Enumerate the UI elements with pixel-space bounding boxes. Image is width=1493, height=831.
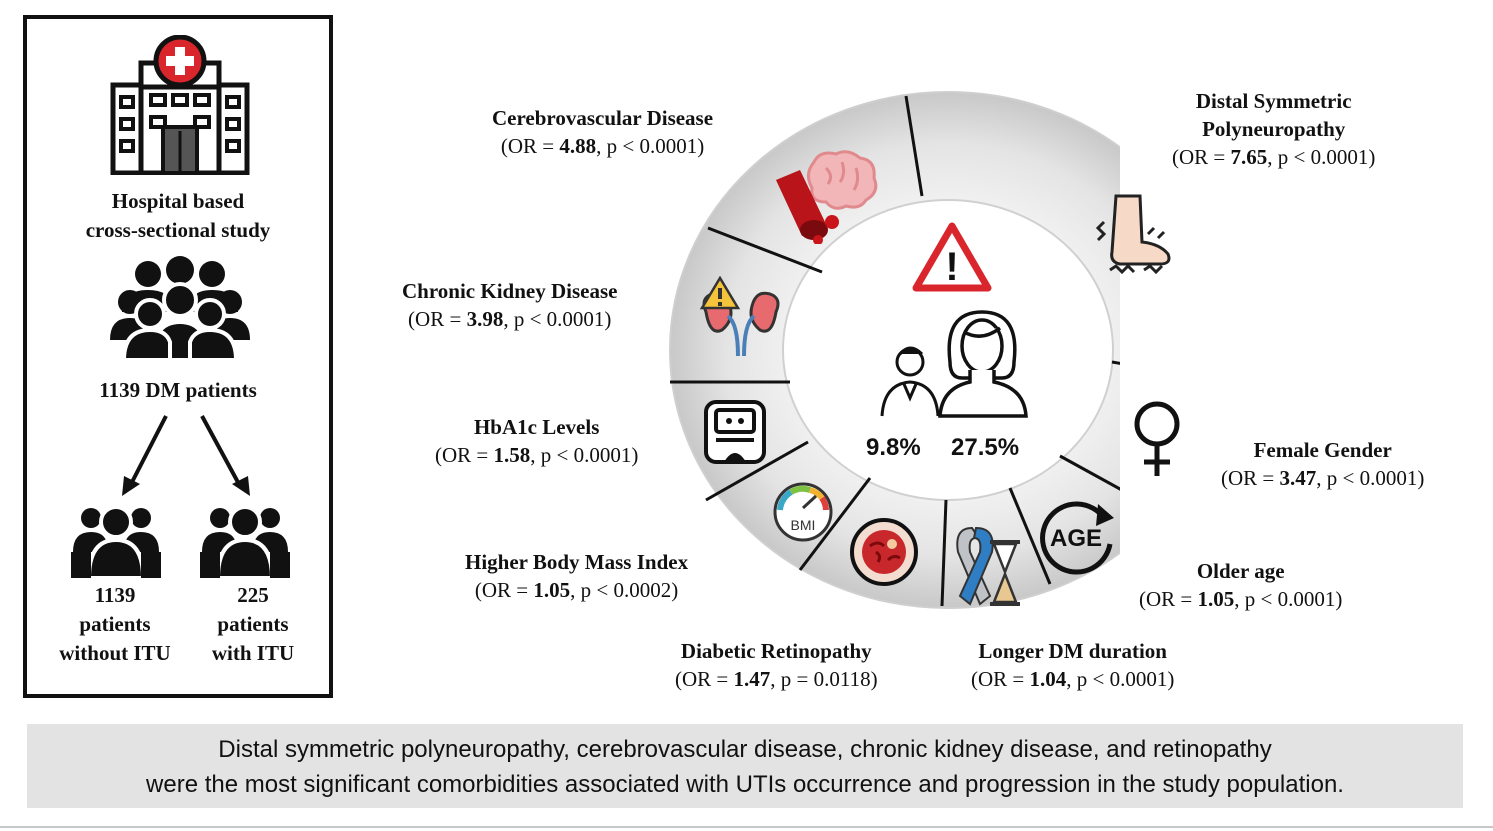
ring-divider bbox=[940, 499, 948, 607]
patients-without-itu-icon bbox=[71, 505, 161, 578]
conclusion-line-2: were the most significant comorbidities … bbox=[146, 771, 1344, 798]
ring-divider bbox=[705, 440, 809, 502]
retina-icon bbox=[850, 518, 918, 586]
warning-icon: ! bbox=[912, 222, 992, 292]
patient-crowd-icon bbox=[110, 256, 250, 362]
total-patients-label: 1139 DM patients bbox=[99, 378, 257, 402]
foot-icon bbox=[1096, 194, 1171, 275]
patients-with-itu-icon bbox=[200, 505, 290, 578]
factor-cerebrovascular-disease: Cerebrovascular Disease (OR = 4.88, p < … bbox=[492, 106, 714, 158]
conclusion-line-1: Distal symmetric polyneuropathy, cerebro… bbox=[218, 736, 1272, 763]
brain-icon bbox=[776, 150, 878, 244]
male-female-patients-icon bbox=[880, 310, 1028, 418]
ring-divider bbox=[798, 477, 872, 571]
bmi-gauge-icon: BMI bbox=[773, 482, 833, 542]
female-percentage: 27.5% bbox=[951, 434, 1020, 461]
ring-divider bbox=[1059, 454, 1120, 491]
female-symbol-icon bbox=[1134, 401, 1180, 476]
factor-distal-symmetric-polyneuropathy: Distal Symmetric Polyneuropathy (OR = 7.… bbox=[1172, 89, 1376, 169]
kidney-icon bbox=[699, 276, 780, 357]
ring-divider bbox=[904, 95, 924, 197]
factor-diabetic-retinopathy: Diabetic Retinopathy (OR = 1.47, p = 0.0… bbox=[675, 639, 878, 691]
svg-text:AGE: AGE bbox=[1050, 525, 1102, 552]
factor-hba1c-levels: HbA1c Levels (OR = 1.58, p < 0.0001) bbox=[435, 415, 639, 467]
ring-divider bbox=[1008, 487, 1052, 585]
split-arrows-icon bbox=[122, 415, 250, 496]
hospital-icon bbox=[110, 35, 250, 175]
glucometer-icon bbox=[704, 400, 766, 464]
factor-longer-dm-duration: Longer DM duration (OR = 1.04, p < 0.000… bbox=[971, 639, 1175, 691]
factor-higher-body-mass-index: Higher Body Mass Index (OR = 1.05, p < 0… bbox=[465, 550, 689, 602]
conclusion-banner: Distal symmetric polyneuropathy, cerebro… bbox=[27, 724, 1463, 808]
ribbon-hourglass-icon bbox=[956, 526, 1020, 606]
svg-text:!: ! bbox=[945, 245, 958, 289]
male-percentage: 9.8% bbox=[866, 434, 921, 461]
bottom-divider bbox=[0, 826, 1493, 828]
svg-text:BMI: BMI bbox=[791, 517, 816, 533]
age-icon: AGE bbox=[1040, 501, 1114, 575]
factor-female-gender: Female Gender (OR = 3.47, p < 0.0001) bbox=[1221, 438, 1425, 490]
factor-older-age: Older age (OR = 1.05, p < 0.0001) bbox=[1139, 559, 1343, 611]
factor-chronic-kidney-disease: Chronic Kidney Disease (OR = 3.98, p < 0… bbox=[402, 279, 618, 331]
ring-divider bbox=[707, 226, 823, 274]
